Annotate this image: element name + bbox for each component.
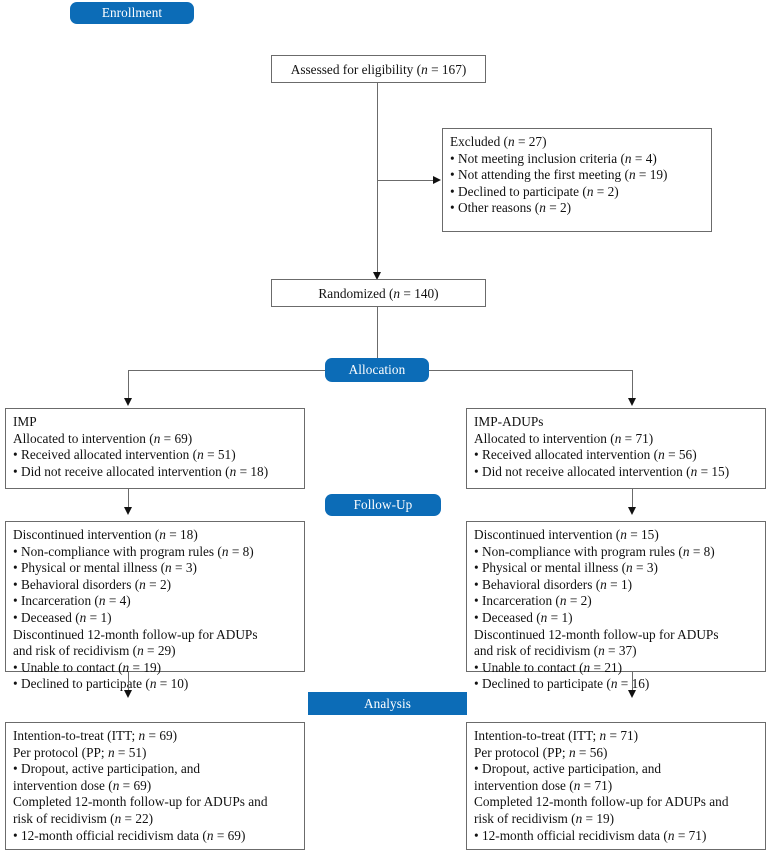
box-followup-imp-adups: Discontinued intervention (n = 15) • Non…	[466, 521, 766, 691]
box-analysis-imp-adups: Intention-to-treat (ITT; n = 71) Per pro…	[466, 722, 766, 850]
connector-allocation-drop-left	[128, 370, 129, 401]
connector-randomized-to-allocation	[377, 307, 378, 370]
connector-allocation-split-left	[128, 370, 325, 371]
arrowhead-randomized	[373, 272, 381, 280]
connector-allocation-split-right	[429, 370, 633, 371]
stage-banner-allocation-label: Allocation	[348, 362, 406, 378]
box-excluded: Excluded (n = 27) • Not meeting inclusio…	[442, 128, 712, 232]
box-followup-imp: Discontinued intervention (n = 18) • Non…	[5, 521, 305, 691]
arrowhead-excluded	[433, 176, 441, 184]
box-allocation-imp-adups: IMP-ADUPs Allocated to intervention (n =…	[466, 408, 766, 489]
stage-banner-analysis-label: Analysis	[364, 695, 411, 711]
connector-follow-to-analysis-right	[632, 672, 633, 693]
arrowhead-alloc-right	[628, 398, 636, 406]
stage-banner-analysis: Analysis	[308, 692, 467, 715]
box-allocation-imp: IMP Allocated to intervention (n = 69) •…	[5, 408, 305, 489]
connector-allocation-drop-right	[632, 370, 633, 401]
box-assessed-for-eligibility: Assessed for eligibility (n = 167)	[271, 55, 486, 83]
stage-banner-allocation: Allocation	[325, 358, 429, 382]
box-randomized: Randomized (n = 140)	[271, 279, 486, 307]
arrowhead-alloc-left	[124, 398, 132, 406]
stage-banner-enrollment: Enrollment	[70, 2, 194, 24]
arrowhead-analysis-left	[124, 690, 132, 698]
stage-banner-followup: Follow-Up	[325, 494, 441, 516]
connector-follow-to-analysis-left	[128, 672, 129, 693]
connector-alloc-to-follow-left	[128, 489, 129, 510]
arrowhead-follow-left	[124, 507, 132, 515]
box-analysis-imp: Intention-to-treat (ITT; n = 69) Per pro…	[5, 722, 305, 850]
connector-to-excluded	[377, 180, 434, 181]
connector-assessed-to-randomized	[377, 83, 378, 275]
stage-banner-followup-label: Follow-Up	[353, 497, 413, 513]
stage-banner-enrollment-label: Enrollment	[101, 5, 163, 21]
connector-alloc-to-follow-right	[632, 489, 633, 510]
arrowhead-analysis-right	[628, 690, 636, 698]
arrowhead-follow-right	[628, 507, 636, 515]
